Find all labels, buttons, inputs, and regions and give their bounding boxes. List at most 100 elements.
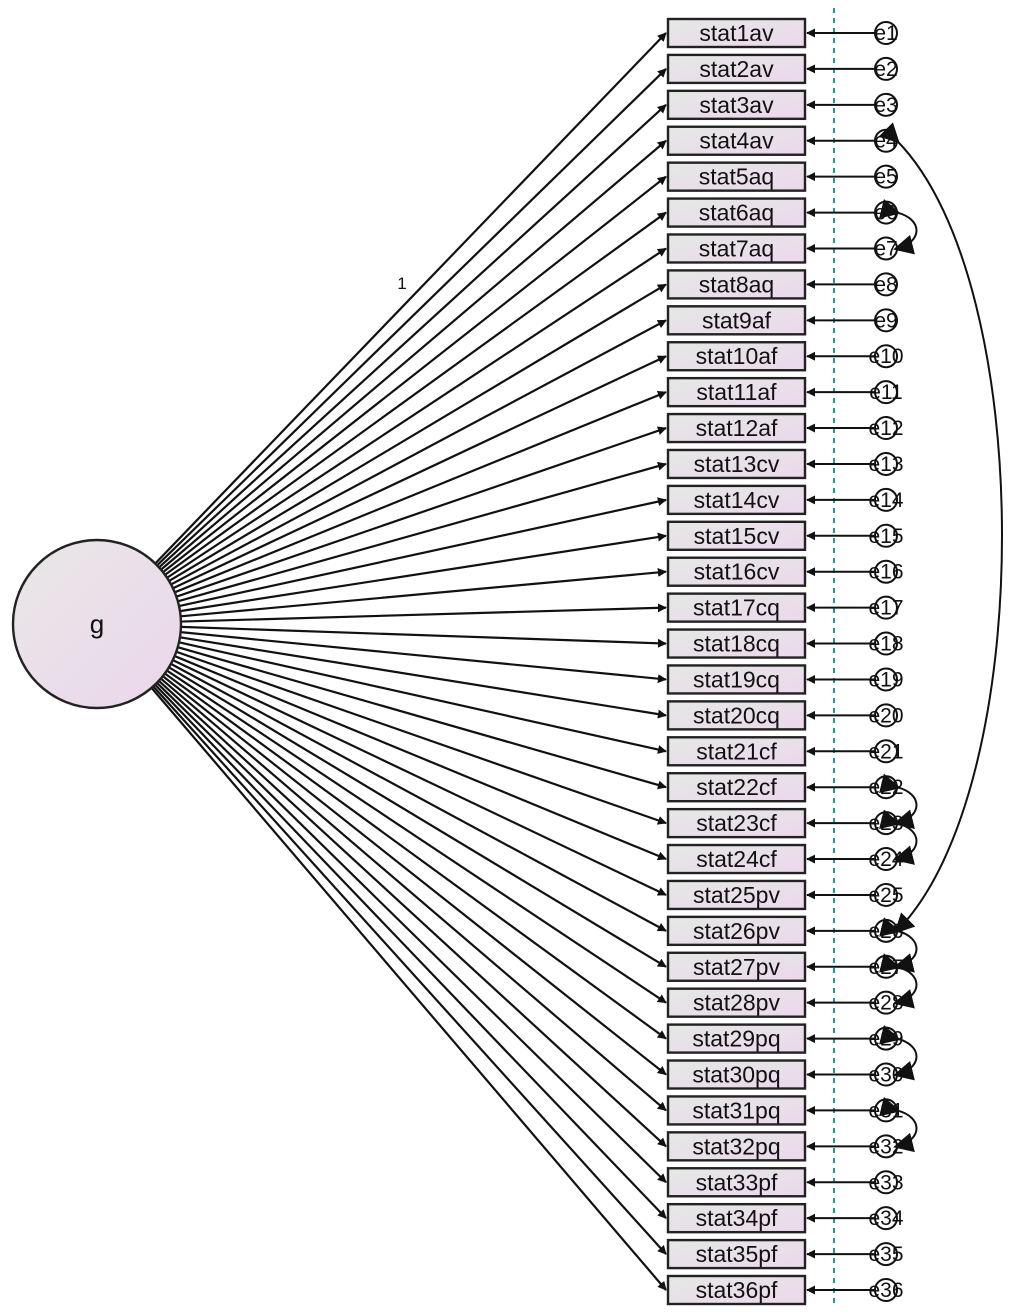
- covariance-path-e4-e26: [878, 122, 1003, 934]
- indicator-label: stat31pq: [692, 1097, 780, 1123]
- indicator-label: stat17cq: [693, 595, 780, 621]
- indicator-label: stat8aq: [699, 271, 774, 297]
- loading-path: [180, 631, 667, 684]
- indicator-box: [666, 736, 807, 767]
- error-circle: [874, 1278, 898, 1302]
- error-label: e1: [874, 22, 897, 45]
- error-label: e15: [868, 525, 903, 548]
- covariance-path-e29-e30: [879, 1025, 918, 1081]
- loading-path: [174, 391, 667, 594]
- loading-path: [177, 646, 667, 790]
- error-circle: [874, 56, 898, 81]
- loading-path: [179, 532, 667, 613]
- fixed-loading-label: 1: [397, 274, 406, 293]
- loading-path: [177, 461, 667, 603]
- error-label: e20: [868, 704, 903, 727]
- regression-paths: [150, 32, 667, 1291]
- error-label: e5: [874, 166, 897, 189]
- loading-path: [180, 567, 667, 618]
- indicator-label: stat4av: [699, 128, 774, 154]
- loading-path: [176, 426, 667, 598]
- error-label: e6: [874, 202, 897, 225]
- loading-path: [179, 636, 667, 719]
- indicator-label: stat24cf: [696, 846, 777, 872]
- indicator-label: stat1av: [699, 20, 774, 46]
- loading-path: [170, 662, 667, 932]
- error-label: e13: [868, 453, 903, 476]
- indicator-box: [666, 161, 807, 192]
- indicator-box: [666, 556, 807, 587]
- loading-path: [174, 655, 667, 861]
- error-label: e7: [874, 237, 897, 260]
- indicator-box: [666, 17, 807, 49]
- loading-path: [152, 685, 667, 1255]
- indicator-label: stat9af: [702, 307, 772, 333]
- error-circle: [874, 92, 898, 117]
- indicator-label: stat14cv: [694, 487, 780, 513]
- indicator-label: stat23cf: [696, 810, 777, 836]
- indicator-box: [666, 843, 807, 875]
- loading-path: [162, 675, 667, 1076]
- loading-path: [180, 625, 667, 648]
- loading-path: [172, 659, 667, 896]
- indicator-box: [666, 951, 807, 982]
- indicator-box: [666, 1274, 807, 1306]
- indicator-box: [666, 915, 807, 947]
- indicator-label: stat35pf: [696, 1241, 778, 1267]
- indicator-box: [666, 987, 807, 1018]
- loading-path: [164, 211, 667, 576]
- indicator-box: [666, 1023, 807, 1054]
- indicator-box: [666, 1131, 807, 1162]
- loading-path: [170, 319, 667, 586]
- indicator-label: stat10af: [696, 343, 778, 369]
- error-label: e17: [868, 597, 903, 620]
- latent-label: g: [90, 609, 104, 639]
- loading-path: [156, 68, 667, 567]
- covariance-path-e31-e32: [879, 1096, 918, 1153]
- indicator-boxes: stat1avstat2avstat3avstat4avstat5aqstat6…: [666, 17, 807, 1306]
- loading-path: [178, 497, 667, 608]
- indicator-box: [666, 628, 807, 659]
- covariance-path-e23-e24: [879, 809, 918, 865]
- error-label: e34: [868, 1207, 903, 1230]
- indicator-label: stat3av: [699, 92, 774, 118]
- indicator-box: [666, 1238, 807, 1270]
- indicator-label: stat34pf: [696, 1205, 778, 1231]
- error-label: e3: [874, 94, 897, 117]
- indicator-box: [666, 484, 807, 516]
- indicator-box: [666, 197, 807, 228]
- indicator-label: stat30pq: [692, 1062, 780, 1088]
- indicator-box: [666, 125, 807, 156]
- error-label: e9: [874, 309, 897, 332]
- loading-path: [162, 175, 667, 573]
- indicator-box: [666, 233, 807, 264]
- indicator-box: [666, 664, 807, 695]
- error-label: e16: [868, 561, 903, 584]
- indicator-label: stat28pv: [693, 990, 780, 1016]
- error-label: e12: [868, 417, 903, 440]
- indicator-label: stat33pf: [696, 1169, 778, 1195]
- indicator-label: stat15cv: [694, 523, 780, 549]
- indicator-box: [666, 1202, 807, 1234]
- indicator-label: stat6aq: [699, 200, 774, 226]
- error-label: e35: [868, 1243, 903, 1266]
- error-label: e11: [869, 381, 902, 404]
- indicator-label: stat25pv: [693, 882, 780, 908]
- indicator-box: [666, 341, 807, 372]
- indicator-label: stat5aq: [699, 164, 774, 190]
- indicator-label: stat36pf: [696, 1277, 778, 1303]
- indicator-box: [666, 520, 807, 551]
- latent-circle: [11, 538, 183, 710]
- indicator-box: [666, 772, 807, 803]
- loading-path: [168, 283, 667, 582]
- indicator-label: stat32pq: [692, 1133, 780, 1159]
- error-label: e10: [868, 345, 903, 368]
- error-label: e4: [874, 130, 898, 153]
- indicator-label: stat13cv: [694, 451, 780, 477]
- indicator-box: [666, 879, 807, 911]
- indicator-label: stat26pv: [693, 918, 780, 944]
- loading-path: [160, 139, 667, 571]
- indicator-box: [666, 448, 807, 480]
- indicator-box: [666, 53, 807, 85]
